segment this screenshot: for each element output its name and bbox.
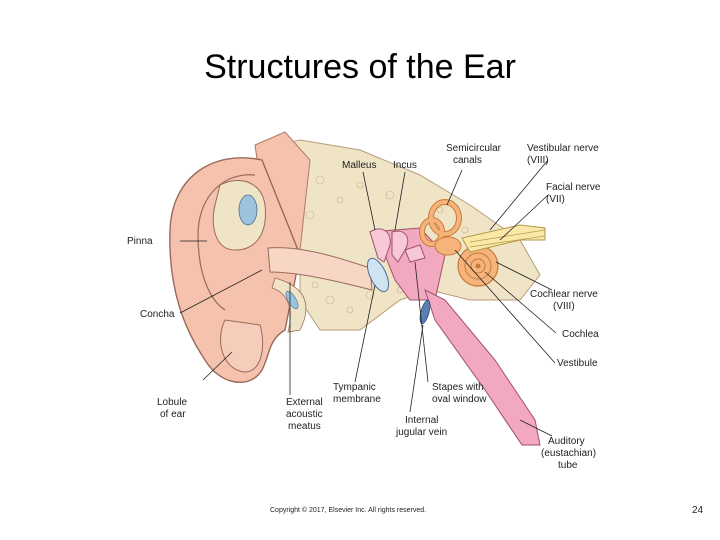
label-tympanic-membrane: Tympanic [333, 382, 376, 393]
label-cochlear-nerve: Cochlear nerve [530, 289, 598, 300]
label-stapes: Stapes with [432, 382, 484, 393]
label-jugular-vein-line2: jugular vein [395, 427, 447, 438]
cochlea-shape [458, 246, 498, 286]
label-concha: Concha [140, 309, 175, 320]
label-semicircular: Semicircular [446, 143, 502, 154]
label-auditory-tube: Auditory [548, 436, 585, 447]
label-pinna: Pinna [127, 236, 153, 247]
label-facial-nerve: Facial nerve [546, 182, 601, 193]
label-auditory-tube-line3: tube [558, 460, 578, 471]
label-jugular-vein: Internal [405, 415, 438, 426]
label-lobule: Lobule [157, 397, 187, 408]
label-external-meatus: External [286, 397, 323, 408]
label-malleus: Malleus [342, 160, 376, 171]
label-incus: Incus [393, 160, 417, 171]
label-semicircular-line2: canals [453, 155, 482, 166]
label-external-meatus-line3: meatus [288, 421, 321, 432]
label-stapes-line2: oval window [432, 394, 487, 405]
label-tympanic-membrane-line2: membrane [333, 394, 381, 405]
copyright-notice: Copyright © 2017, Elsevier Inc. All righ… [270, 507, 426, 514]
label-facial-nerve-line2: (VII) [546, 194, 565, 205]
label-vestibular-nerve: Vestibular nerve [527, 143, 599, 154]
page-number: 24 [692, 505, 703, 516]
label-vestibular-nerve-line2: (VIII) [527, 155, 549, 166]
label-cochlear-nerve-line2: (VIII) [553, 301, 575, 312]
label-vestibule: Vestibule [557, 358, 598, 369]
label-lobule-line2: of ear [160, 409, 186, 420]
label-auditory-tube-line2: (eustachian) [541, 448, 596, 459]
concha-fluid [239, 195, 257, 225]
label-cochlea: Cochlea [562, 329, 599, 340]
label-external-meatus-line2: acoustic [286, 409, 323, 420]
